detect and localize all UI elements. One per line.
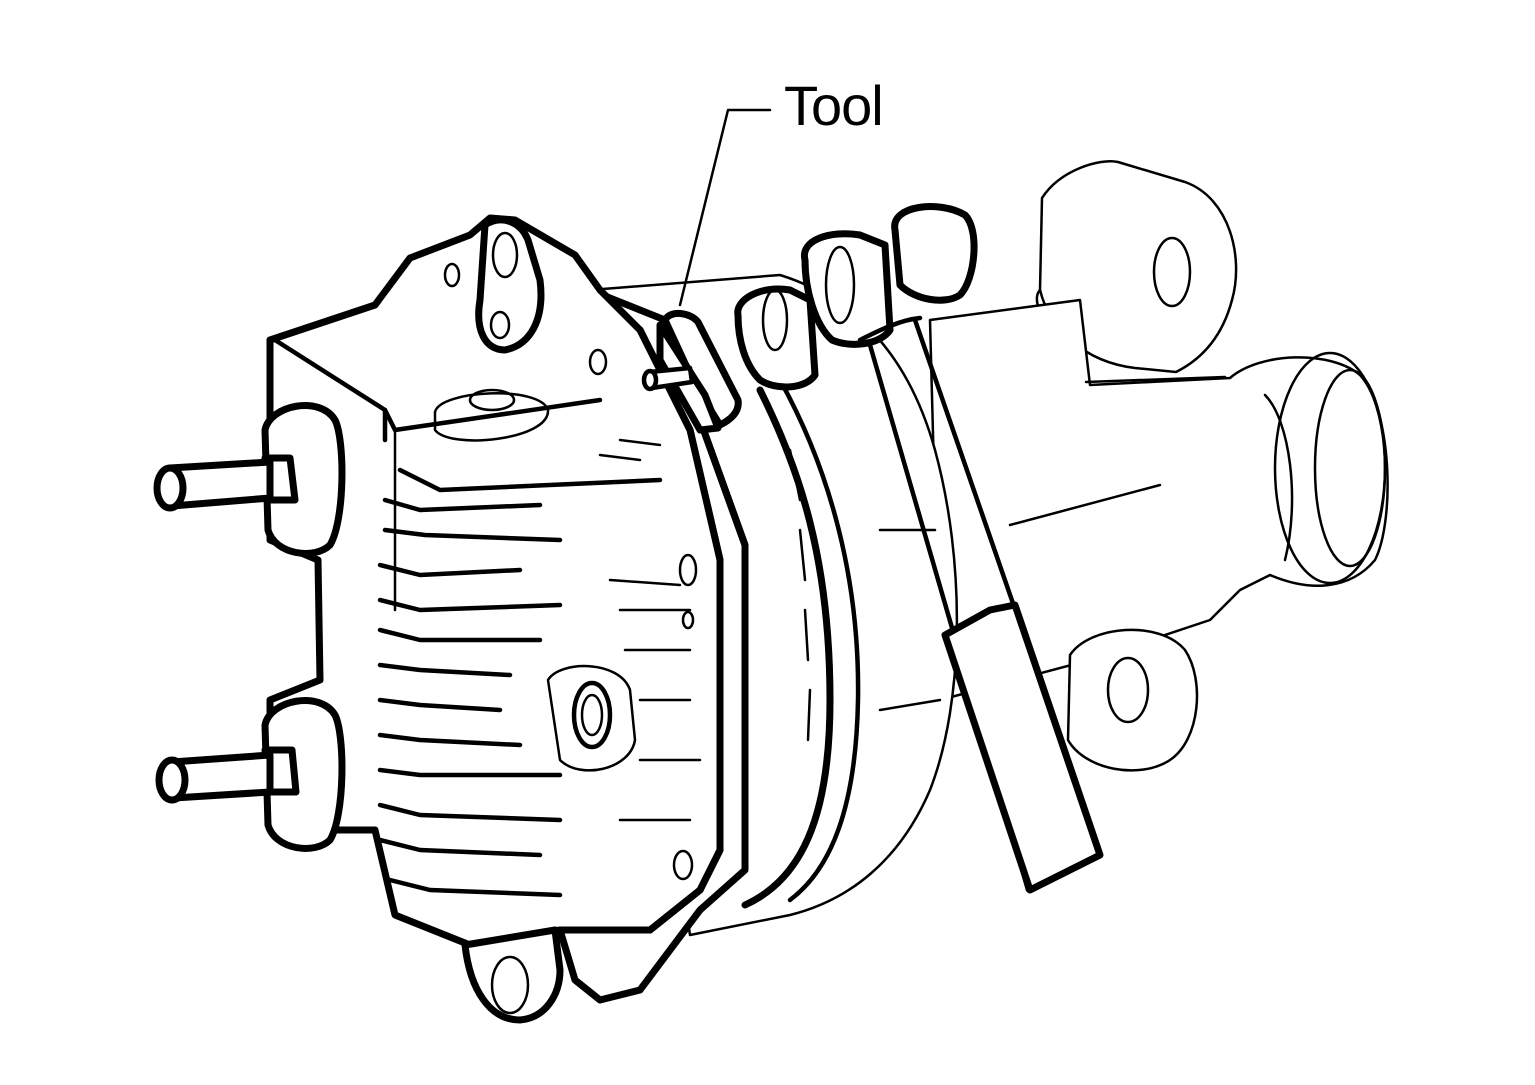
differential-cover <box>266 214 724 1024</box>
tool-seal-installer <box>641 310 742 434</box>
tool-callout-label: Tool <box>784 74 884 137</box>
axle-seal-caps <box>734 203 978 391</box>
lower-vent-stud <box>155 697 346 852</box>
pinion-housing <box>928 298 1389 702</box>
pry-bar <box>857 315 1104 894</box>
tool-callout-leader <box>678 108 772 307</box>
lower-mount-boss <box>1066 628 1199 772</box>
cover-ribs <box>377 438 702 898</box>
upper-vent-stud <box>153 402 346 557</box>
